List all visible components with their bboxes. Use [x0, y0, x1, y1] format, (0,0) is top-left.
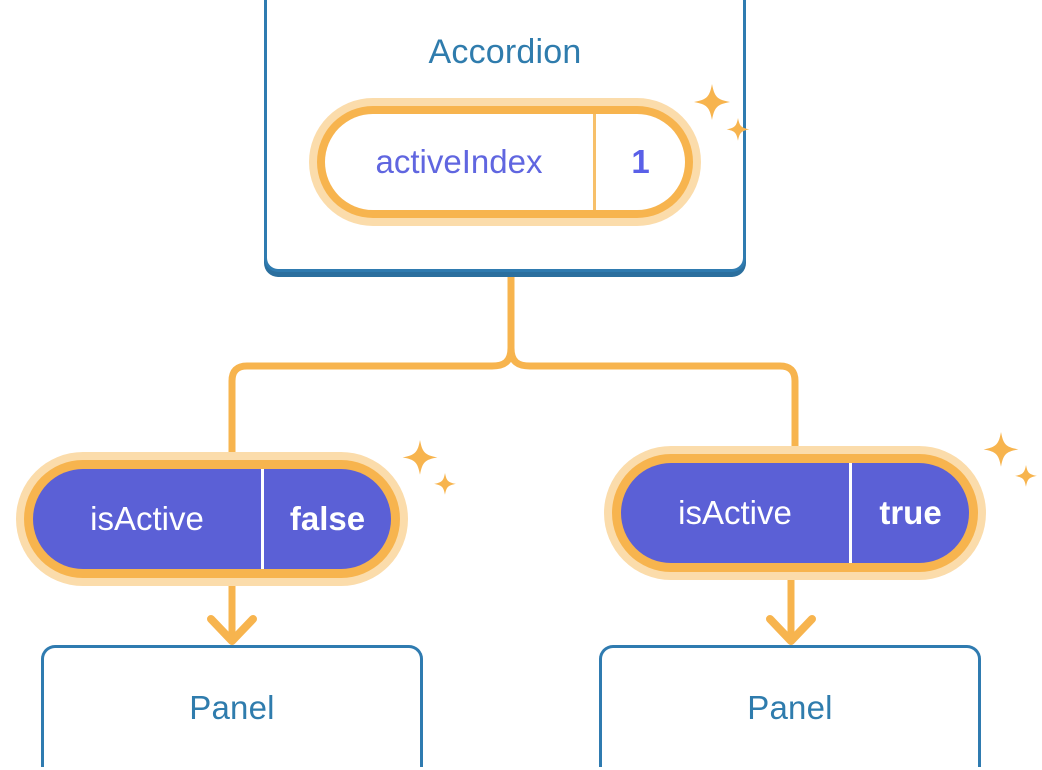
sparkle-icon	[402, 440, 438, 475]
state-key-label: isActive	[678, 494, 792, 531]
component-card-panel-left[interactable]: Panel	[41, 645, 423, 767]
component-title-accordion: Accordion	[428, 33, 582, 71]
component-card-panel-right[interactable]: Panel	[599, 645, 981, 767]
state-value-label: false	[261, 469, 391, 569]
pill-body: isActive false	[33, 469, 391, 569]
sparkle-icon-small	[1015, 465, 1037, 487]
component-title-panel: Panel	[747, 688, 833, 726]
state-value-label: true	[849, 463, 969, 563]
sparkle-icon	[983, 432, 1019, 467]
sparkle-cluster-right-pill	[979, 432, 1041, 504]
sparkle-cluster-left-pill	[398, 440, 460, 512]
arrowhead-left-icon	[207, 615, 257, 645]
arrowhead-right-icon	[766, 615, 816, 645]
state-key-label: isActive	[90, 500, 204, 537]
state-key-label: activeIndex	[375, 143, 543, 180]
sparkle-icon-small	[434, 473, 456, 495]
pill-body: isActive true	[621, 463, 969, 563]
state-pill-is-active-false[interactable]: isActive false	[16, 452, 408, 586]
state-pill-active-index[interactable]: activeIndex 1	[309, 98, 701, 226]
connector-branch-left	[228, 344, 515, 466]
component-title-panel: Panel	[189, 688, 275, 726]
state-pill-is-active-true[interactable]: isActive true	[604, 446, 986, 580]
pill-body: activeIndex 1	[325, 114, 685, 210]
state-value-label: 1	[593, 114, 685, 210]
connector-branch-right	[507, 344, 799, 460]
